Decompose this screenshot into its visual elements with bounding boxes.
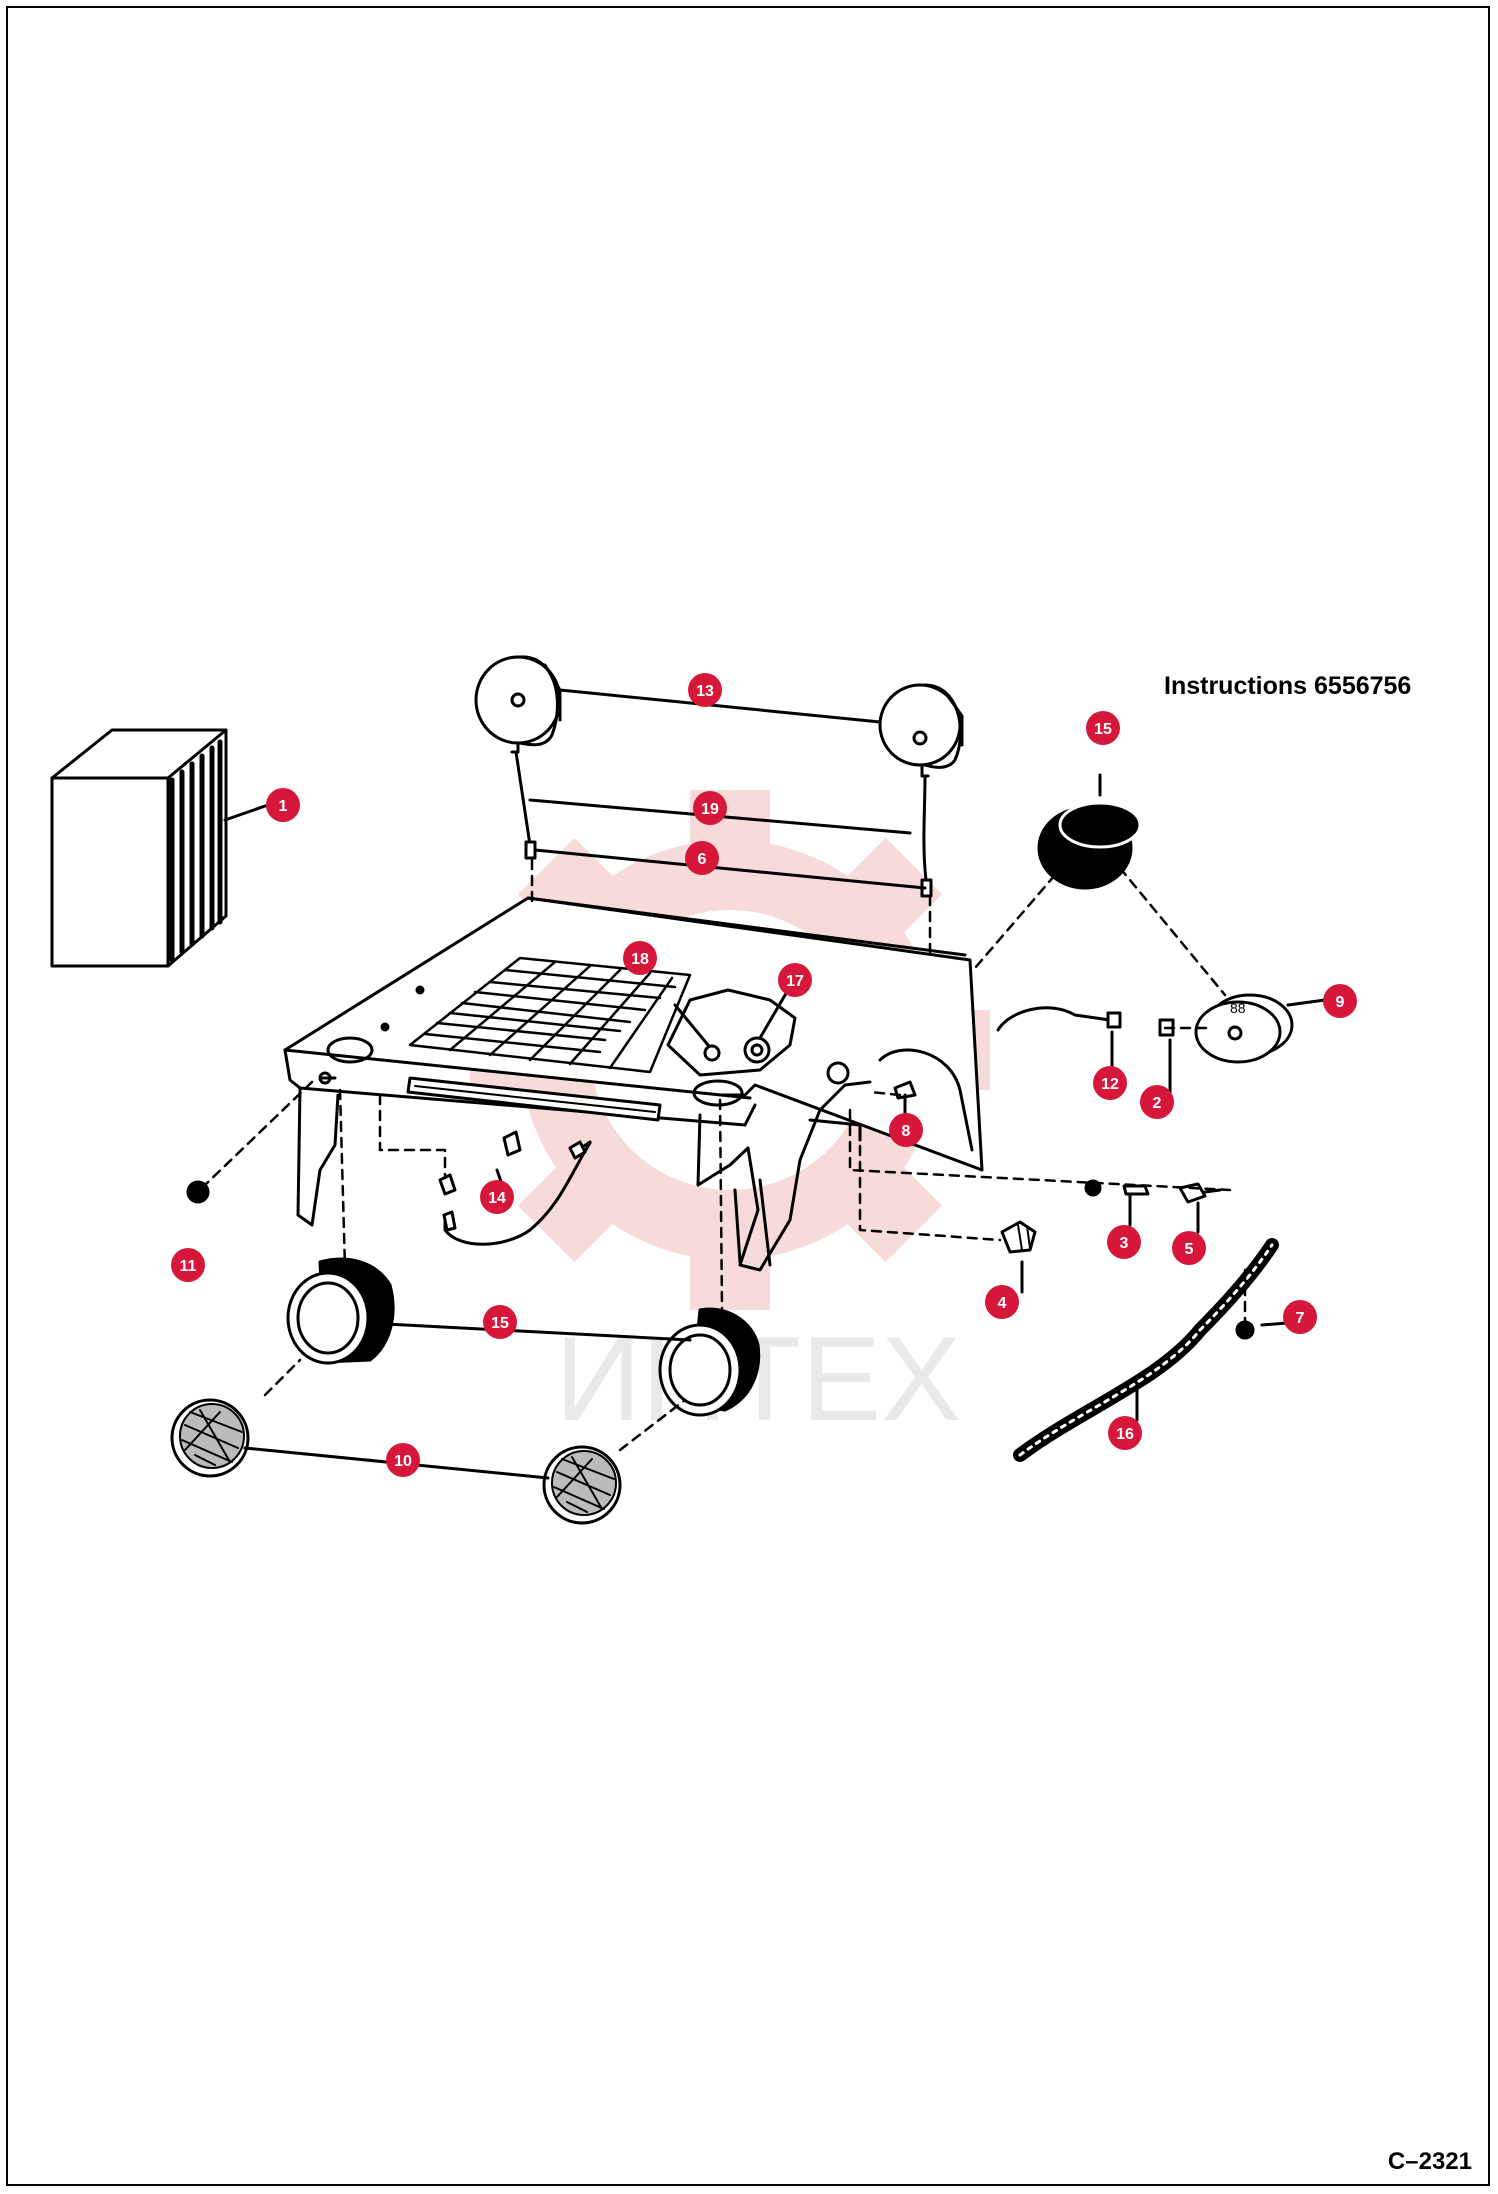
callout-6[interactable]: 6 — [685, 841, 719, 875]
callout-9[interactable]: 9 — [1323, 984, 1357, 1018]
callout-marker — [1107, 1225, 1141, 1259]
roof-frame — [283, 896, 1175, 1272]
svg-text:88: 88 — [1230, 1000, 1246, 1016]
callout-1[interactable]: 1 — [266, 788, 300, 822]
callout-marker — [985, 1285, 1019, 1319]
callout-5[interactable]: 5 — [1172, 1231, 1206, 1265]
callout-label: 3 — [1120, 1235, 1129, 1252]
callout-label: 8 — [902, 1123, 911, 1140]
callout-marker — [1140, 1085, 1174, 1119]
callout-marker — [693, 791, 727, 825]
callout-label: 14 — [488, 1190, 506, 1207]
callout-marker — [266, 788, 300, 822]
part-16-seal-strip — [1013, 1238, 1279, 1462]
callout-label: 4 — [998, 1295, 1007, 1312]
part-9-cover: 88 — [1194, 993, 1294, 1064]
callout-label: 17 — [786, 973, 804, 990]
callout-marker — [1323, 984, 1357, 1018]
callout-marker — [483, 1305, 517, 1339]
small-hardware — [186, 1071, 1255, 1340]
callout-marker — [889, 1113, 923, 1147]
callout-label: 2 — [1153, 1095, 1162, 1112]
callout-8[interactable]: 8 — [889, 1113, 923, 1147]
callout-marker — [688, 673, 722, 707]
callout-marker — [1108, 1416, 1142, 1450]
callout-label: 12 — [1101, 1076, 1119, 1093]
callout-marker — [685, 841, 719, 875]
figure-code: C–2321 — [1387, 2148, 1472, 2175]
callout-marker — [1283, 1300, 1317, 1334]
part-15-lamp-top — [1037, 801, 1142, 890]
callout-3[interactable]: 3 — [1107, 1225, 1141, 1259]
callout-marker — [1172, 1231, 1206, 1265]
callout-16[interactable]: 16 — [1108, 1416, 1142, 1450]
callout-marker — [1086, 711, 1120, 745]
callout-13[interactable]: 13 — [688, 673, 722, 707]
callout-17[interactable]: 17 — [778, 963, 812, 997]
part-13-lamps — [474, 655, 964, 778]
drawing-frame — [6, 6, 1490, 2186]
callout-label: 16 — [1116, 1426, 1134, 1443]
callout-15[interactable]: 15 — [483, 1305, 517, 1339]
callout-label: 11 — [180, 1258, 197, 1275]
callout-label: 13 — [696, 683, 714, 700]
callout-11[interactable]: 11 — [171, 1248, 205, 1282]
callout-label: 15 — [1094, 721, 1112, 738]
callout-label: 5 — [1185, 1241, 1194, 1258]
callout-marker — [480, 1180, 514, 1214]
watermark-text: ИНTEX — [555, 1312, 961, 1446]
callout-14[interactable]: 14 — [480, 1180, 514, 1214]
callout-label: 9 — [1336, 994, 1345, 1011]
part-1-box — [50, 728, 228, 968]
callout-label: 18 — [631, 951, 649, 968]
callout-7[interactable]: 7 — [1283, 1300, 1317, 1334]
callout-label: 1 — [279, 798, 288, 815]
callout-marker — [171, 1248, 205, 1282]
part-15-lamps-bottom — [286, 1257, 761, 1417]
callout-2[interactable]: 2 — [1140, 1085, 1174, 1119]
callout-marker — [1093, 1066, 1127, 1100]
instructions-label: Instructions 6556756 — [1164, 672, 1412, 700]
callout-marker — [386, 1443, 420, 1477]
callout-15[interactable]: 15 — [1086, 711, 1120, 745]
callout-marker — [778, 963, 812, 997]
callout-marker — [623, 941, 657, 975]
callout-4[interactable]: 4 — [985, 1285, 1019, 1319]
callout-label: 15 — [491, 1315, 509, 1332]
callout-label: 7 — [1296, 1310, 1305, 1327]
callout-18[interactable]: 18 — [623, 941, 657, 975]
callout-label: 6 — [698, 851, 707, 868]
dashed-assembly-lines — [203, 858, 1247, 1452]
callout-label: 19 — [701, 801, 719, 818]
callout-10[interactable]: 10 — [386, 1443, 420, 1477]
callout-label: 10 — [394, 1453, 412, 1470]
callout-19[interactable]: 19 — [693, 791, 727, 825]
part-10-lenses — [170, 1398, 622, 1525]
callout-12[interactable]: 12 — [1093, 1066, 1127, 1100]
